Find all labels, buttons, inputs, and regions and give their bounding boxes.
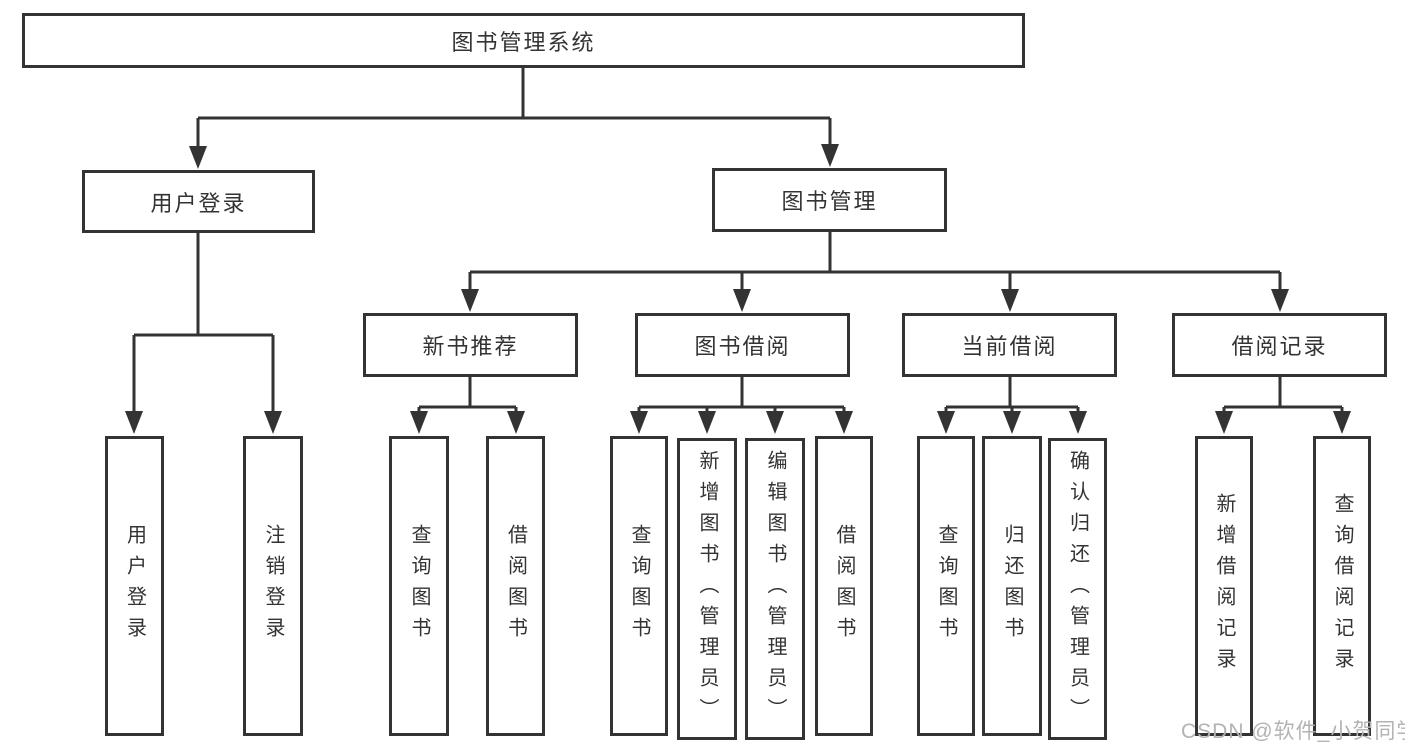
node-borrowing-records-label: 借阅记录 [1231, 334, 1328, 359]
leaf-query-books-borrow-label: 查询图书 [628, 524, 650, 648]
leaf-query-books-current-label: 查询图书 [935, 524, 957, 648]
node-new-book-recommendation: 新书推荐 [363, 313, 578, 377]
leaf-user-login: 用户登录 [105, 436, 164, 736]
leaf-borrow-books-borrow: 借阅图书 [815, 436, 873, 736]
leaf-logout-label: 注销登录 [262, 524, 284, 648]
node-root-label: 图书管理系统 [451, 29, 596, 55]
connector-user-login-to-leaves [125, 233, 282, 434]
leaf-add-book-admin: 新增图书（管理员） [677, 438, 737, 740]
leaf-user-login-label: 用户登录 [123, 524, 146, 648]
leaf-logout: 注销登录 [243, 436, 303, 736]
leaf-return-books-label: 归还图书 [1001, 524, 1023, 648]
node-new-book-recommendation-label: 新书推荐 [422, 334, 519, 359]
leaf-borrow-books-recommend-label: 借阅图书 [504, 524, 527, 648]
node-borrowing-records: 借阅记录 [1172, 313, 1387, 377]
leaf-borrow-books-borrow-label: 借阅图书 [833, 524, 855, 648]
leaf-add-borrow-record: 新增借阅记录 [1195, 436, 1253, 736]
leaf-edit-book-admin: 编辑图书（管理员） [745, 438, 805, 740]
leaf-query-books-current: 查询图书 [917, 436, 975, 736]
leaf-query-borrow-record-label: 查询借阅记录 [1331, 493, 1353, 679]
connector-current-borrowing-to-leaves [937, 377, 1087, 434]
leaf-add-borrow-record-label: 新增借阅记录 [1213, 493, 1235, 679]
node-book-borrowing: 图书借阅 [635, 313, 850, 377]
leaf-query-books-recommend-label: 查询图书 [408, 524, 430, 648]
node-user-login: 用户登录 [82, 170, 315, 233]
leaf-borrow-books-recommend: 借阅图书 [486, 436, 545, 736]
node-current-borrowing: 当前借阅 [902, 313, 1117, 377]
connector-borrowing-records-to-leaves [1215, 377, 1351, 434]
node-root: 图书管理系统 [22, 13, 1025, 68]
leaf-edit-book-admin-label: 编辑图书（管理员） [764, 449, 786, 729]
watermark: CSDN @软件_小贺同学 [1181, 720, 1405, 743]
connector-new-book-recommendation-to-leaves [410, 377, 525, 434]
node-user-login-label: 用户登录 [150, 190, 247, 216]
connector-book-borrowing-to-leaves [630, 377, 853, 434]
connector-book-management-to-level3 [461, 232, 1289, 312]
leaf-query-books-borrow: 查询图书 [610, 436, 668, 736]
node-book-management: 图书管理 [712, 168, 947, 232]
leaf-confirm-return-admin-label: 确认归还（管理员） [1066, 449, 1089, 729]
leaf-query-borrow-record: 查询借阅记录 [1313, 436, 1371, 736]
leaf-add-book-admin-label: 新增图书（管理员） [696, 449, 718, 729]
connector-root-to-level2 [189, 68, 839, 169]
node-book-borrowing-label: 图书借阅 [694, 334, 791, 359]
node-book-management-label: 图书管理 [781, 189, 878, 214]
leaf-query-books-recommend: 查询图书 [389, 436, 449, 736]
leaf-return-books: 归还图书 [982, 436, 1042, 736]
leaf-confirm-return-admin: 确认归还（管理员） [1048, 438, 1107, 740]
node-current-borrowing-label: 当前借阅 [961, 334, 1058, 359]
